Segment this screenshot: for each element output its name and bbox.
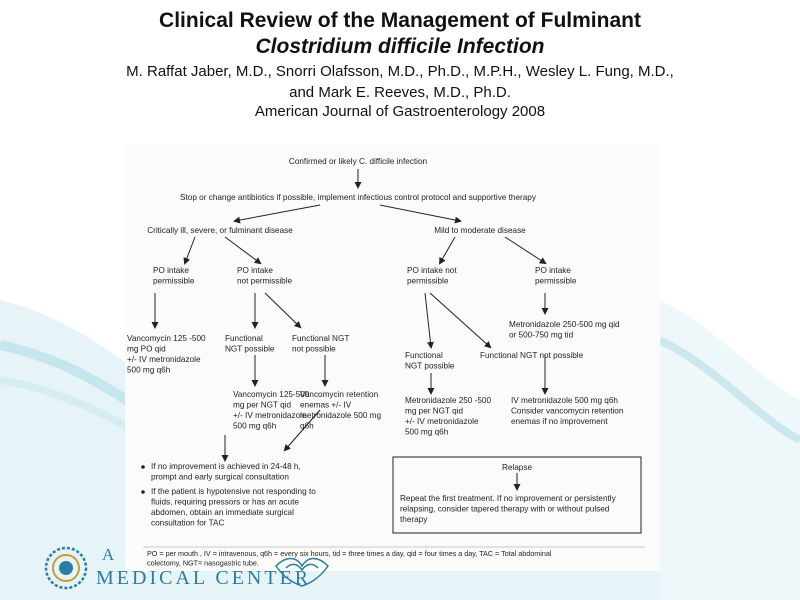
node-line: IV metronidazole 500 mg q6h <box>511 396 618 405</box>
node-line: PO intake not <box>407 266 457 275</box>
authors-line-2: and Mark E. Reeves, M.D., Ph.D. <box>289 84 511 101</box>
node-line: +/- IV metronidazole <box>405 417 479 426</box>
node-line: Vancomycin 125 -500 <box>127 334 206 343</box>
node-mild-ngt-not: Functional NGT not possible <box>480 351 584 360</box>
node-line: PO intake <box>535 266 571 275</box>
node-line: metronidazole 500 mg <box>300 411 381 420</box>
node-bullet1: If no improvement is achieved in 24-48 h… <box>151 462 301 482</box>
node-line: mg per NGT qid <box>405 407 464 416</box>
logo-bottom-text: MEDICAL CENTER <box>96 567 311 589</box>
node-mild-metro-po: Metronidazole 250-500 mg qid or 500-750 m… <box>509 320 620 340</box>
bullet-dot-2 <box>141 490 145 494</box>
node-line: permissible <box>407 277 449 286</box>
node-line: relapsing, consider tapered therapy with… <box>400 505 610 514</box>
node-line: permissible <box>153 277 195 286</box>
node-line: therapy <box>400 515 428 524</box>
bullet-dot-1 <box>141 465 145 469</box>
sunburst-icon <box>44 546 88 590</box>
node-line: 500 mg q6h <box>405 428 449 437</box>
node-line: consultation for TAC <box>151 519 225 528</box>
node-line: Metronidazole 250-500 mg qid <box>509 320 620 329</box>
node-line: If the patient is hypotensive not respon… <box>151 487 316 496</box>
flow-texts: Confirmed or likely C. difficile infecti… <box>147 157 537 235</box>
node-line: Functional NGT <box>292 334 349 343</box>
node-line: not possible <box>292 345 336 354</box>
node-mild: Mild to moderate disease <box>434 226 526 235</box>
node-line: Metronidazole 250 -500 <box>405 396 491 405</box>
node-ngt-not-possible: Functional NGT not possible <box>292 334 349 354</box>
node-line: permissible <box>535 277 577 286</box>
flowchart-figure: Confirmed or likely C. difficile infecti… <box>125 145 660 571</box>
node-line: +/- IV metronidazole <box>233 411 307 420</box>
node-line: enemas if no improvement <box>511 417 608 426</box>
node-line: colectomy, NGT= nasogastric tube. <box>147 559 259 568</box>
node-vanco-ngt: Vancomycin 125-500 mg per NGT qid+/- IV m… <box>233 390 310 431</box>
node-line: prompt and early surgical consultation <box>151 473 289 482</box>
node-line: abdomen, obtain an immediate surgical <box>151 508 294 517</box>
logo-top-text: A <box>102 545 117 564</box>
node-line: Functional <box>225 334 263 343</box>
title-line-2: Clostridium difficile Infection <box>255 35 545 58</box>
node-severe: Critically ill, severe, or fulminant dis… <box>147 226 293 235</box>
node-line: PO = per mouth , IV = intravenous, q6h =… <box>147 549 552 558</box>
node-mild-po-ok: PO intake permissible <box>535 266 577 286</box>
node-line: enemas +/- IV <box>300 401 352 410</box>
node-mild-po-not: PO intake not permissible <box>407 266 457 286</box>
relapse-box <box>392 456 642 534</box>
node-line: mg per NGT qid <box>233 401 292 410</box>
node-line: Functional <box>405 351 443 360</box>
node-line: PO intake <box>237 266 273 275</box>
flow-arrows <box>151 169 549 462</box>
node-step1: Stop or change antibiotics if possible, … <box>180 193 537 202</box>
node-line: If no improvement is achieved in 24-48 h… <box>151 462 301 471</box>
node-line: NGT possible <box>225 345 275 354</box>
node-line: not permissible <box>237 277 293 286</box>
node-severe-vanco-po: Vancomycin 125 -500 mg PO qid+/- IV metro… <box>127 334 206 375</box>
node-line: Vancomycin retention <box>300 390 379 399</box>
node-line: mg PO qid <box>127 345 166 354</box>
node-start: Confirmed or likely C. difficile infecti… <box>289 157 428 166</box>
node-line: or 500-750 mg tid <box>509 331 574 340</box>
node-line: Consider vancomycin retention <box>511 407 624 416</box>
node-severe-po-ok: PO intake permissible <box>153 266 195 286</box>
authors-line-1: M. Raffat Jaber, M.D., Snorri Olafsson, … <box>126 63 674 80</box>
node-footnote: PO = per mouth , IV = intravenous, q6h =… <box>147 549 552 568</box>
node-line: fluids, requiring pressors or has an acu… <box>151 498 299 507</box>
node-line: 500 mg q6h <box>233 422 277 431</box>
node-severe-po-not: PO intake not permissible <box>237 266 293 286</box>
node-line: +/- IV metronidazole <box>127 355 201 364</box>
node-bullet2: If the patient is hypotensive not respon… <box>151 487 316 528</box>
node-line: 500 mg q6h <box>127 366 171 375</box>
slide-header: Clinical Review of the Management of Ful… <box>0 8 800 121</box>
node-line: Repeat the first treatment. If no improv… <box>400 494 617 503</box>
flowchart: Confirmed or likely C. difficile infecti… <box>127 157 645 568</box>
relapse-title: Relapse <box>502 463 532 472</box>
title-line-1: Clinical Review of the Management of Ful… <box>159 9 641 32</box>
node-line: NGT possible <box>405 362 455 371</box>
node-line: PO intake <box>153 266 189 275</box>
node-relapse-text: Repeat the first treatment. If no improv… <box>400 494 617 524</box>
node-line: q6h <box>300 422 314 431</box>
medical-center-logo: A MEDICAL CENTER <box>44 545 329 590</box>
hands-emblem-icon <box>275 557 329 587</box>
flow-multiline-nodes: PO intake permissible PO intake not permiss… <box>127 266 624 568</box>
journal-citation: American Journal of Gastroenterology 200… <box>254 103 546 120</box>
node-line: Vancomycin 125-500 <box>233 390 310 399</box>
node-metro-ngt: Metronidazole 250 -500 mg per NGT qid+/- … <box>405 396 491 437</box>
